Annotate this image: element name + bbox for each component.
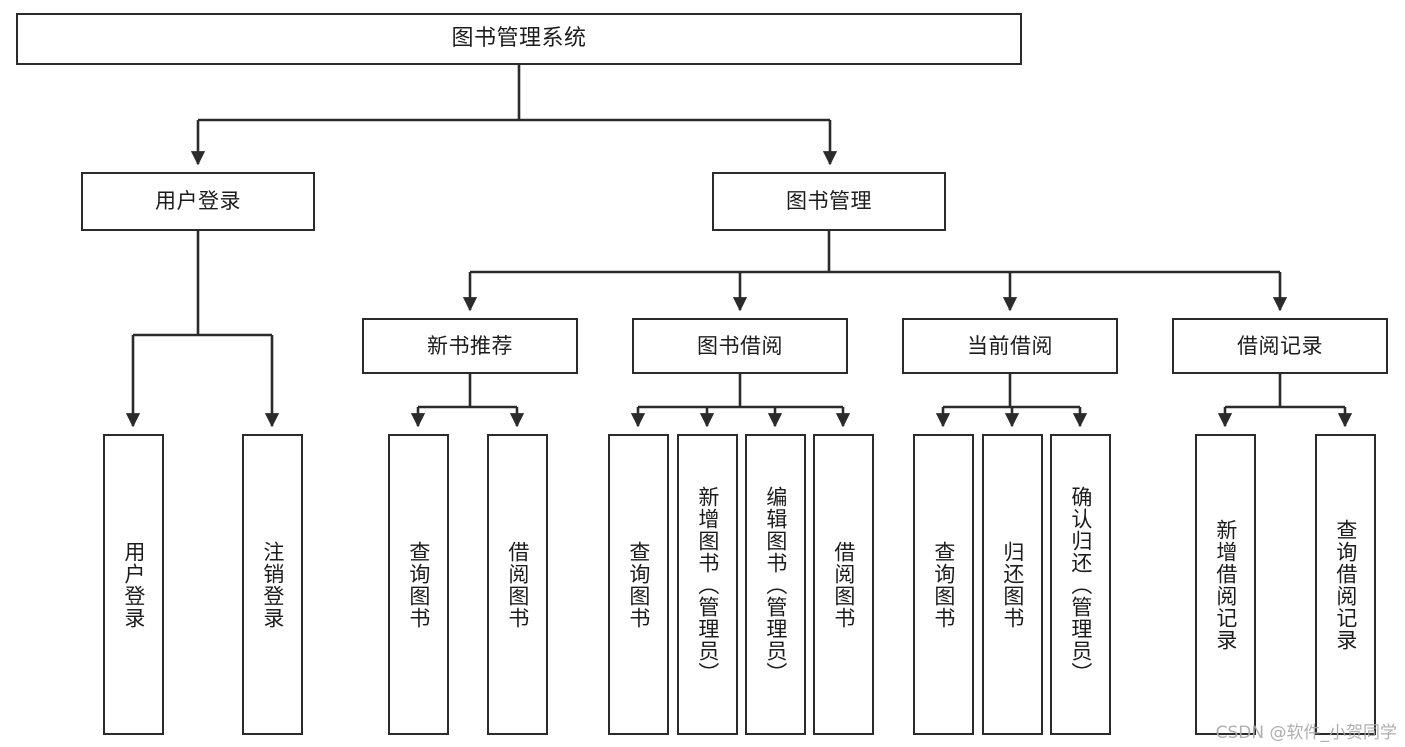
node-book-manage-label: 图书管理 [786,189,872,214]
node-leaf-logout-label: 注销登录 [260,540,285,629]
node-leaf-query-book-rec-label: 查询图书 [406,540,431,629]
node-leaf-borrow-book-rec-label: 借阅图书 [505,540,530,629]
node-leaf-add-book-admin[interactable]: 新增图书（管理员） [677,434,738,735]
node-leaf-borrow-book-rec[interactable]: 借阅图书 [487,434,548,735]
node-current-borrow[interactable]: 当前借阅 [902,318,1118,374]
node-book-borrow[interactable]: 图书借阅 [632,318,848,374]
node-borrow-record[interactable]: 借阅记录 [1172,318,1388,374]
node-leaf-logout[interactable]: 注销登录 [242,434,303,735]
node-leaf-query-borrow-record[interactable]: 查询借阅记录 [1315,434,1376,735]
node-leaf-user-login-label: 用户登录 [121,540,146,629]
node-leaf-user-login[interactable]: 用户登录 [103,434,164,735]
node-leaf-borrow-book-label: 借阅图书 [831,540,856,629]
node-borrow-record-label: 借阅记录 [1237,333,1323,358]
node-leaf-confirm-return-admin[interactable]: 确认归还（管理员） [1050,434,1111,735]
node-root[interactable]: 图书管理系统 [16,13,1022,65]
node-leaf-return-book-label: 归还图书 [1000,540,1025,629]
node-book-borrow-label: 图书借阅 [697,333,783,358]
csdn-watermark: CSDN @软件_小贺同学 [1215,723,1397,743]
node-leaf-add-borrow-record-label: 新增借阅记录 [1213,518,1238,651]
node-new-book-recommend[interactable]: 新书推荐 [362,318,578,374]
node-leaf-edit-book-admin[interactable]: 编辑图书（管理员） [745,434,806,735]
node-leaf-query-book-borrow[interactable]: 查询图书 [608,434,669,735]
node-current-borrow-label: 当前借阅 [967,333,1053,358]
node-leaf-add-borrow-record[interactable]: 新增借阅记录 [1195,434,1256,735]
node-leaf-return-book[interactable]: 归还图书 [982,434,1043,735]
node-user-login-label: 用户登录 [155,189,241,214]
node-new-book-recommend-label: 新书推荐 [427,333,513,358]
node-leaf-query-borrow-record-label: 查询借阅记录 [1333,518,1358,651]
node-leaf-confirm-return-admin-label: 确认归还（管理员） [1068,485,1093,684]
node-leaf-edit-book-admin-label: 编辑图书（管理员） [763,485,788,684]
node-book-manage[interactable]: 图书管理 [712,172,946,231]
node-leaf-query-book-current[interactable]: 查询图书 [913,434,974,735]
node-leaf-add-book-admin-label: 新增图书（管理员） [695,485,720,684]
node-leaf-query-book-borrow-label: 查询图书 [626,540,651,629]
node-leaf-query-book-rec[interactable]: 查询图书 [388,434,449,735]
node-leaf-query-book-current-label: 查询图书 [931,540,956,629]
node-user-login[interactable]: 用户登录 [81,172,315,231]
node-root-label: 图书管理系统 [451,26,587,52]
node-leaf-borrow-book[interactable]: 借阅图书 [813,434,874,735]
